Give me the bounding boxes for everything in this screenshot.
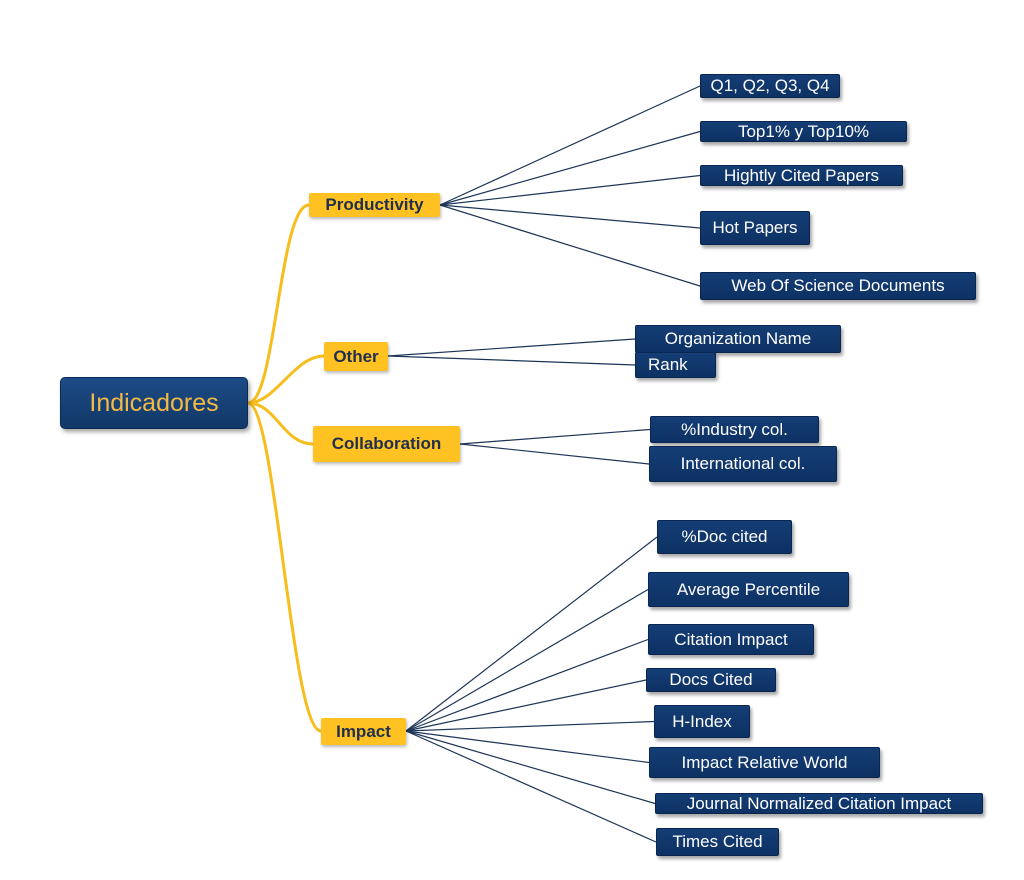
impact-relative-world: Impact Relative World bbox=[649, 747, 880, 778]
impact-docs-cited: Docs Cited bbox=[646, 668, 776, 692]
connector-impact-journal-normalized bbox=[405, 730, 656, 805]
category-other: Other bbox=[324, 342, 388, 371]
impact-times-cited: Times Cited bbox=[656, 828, 779, 856]
connector-impact-h-index bbox=[405, 720, 655, 732]
connector-productivity-quartiles bbox=[439, 85, 701, 206]
collaboration-international: International col. bbox=[649, 446, 837, 482]
productivity-hot-papers: Hot Papers bbox=[700, 211, 810, 245]
connector-impact-times-cited bbox=[405, 730, 657, 843]
connector-other-rank bbox=[387, 355, 636, 366]
category-collaboration: Collaboration bbox=[313, 426, 460, 462]
connector-root-collaboration bbox=[246, 401, 315, 446]
connector-impact-citation-impact bbox=[405, 638, 649, 732]
connector-productivity-top-percentiles bbox=[439, 130, 701, 206]
category-productivity: Productivity bbox=[309, 193, 440, 217]
impact-average-percentile: Average Percentile bbox=[648, 572, 849, 607]
connector-impact-average-percentile bbox=[405, 588, 649, 732]
connector-impact-relative-world bbox=[405, 730, 650, 764]
connector-productivity-highly-cited-papers bbox=[439, 174, 701, 206]
impact-doc-cited: %Doc cited bbox=[657, 520, 792, 554]
root-node: Indicadores bbox=[60, 377, 248, 429]
other-rank: Rank bbox=[635, 352, 716, 378]
productivity-quartiles: Q1, Q2, Q3, Q4 bbox=[700, 74, 840, 98]
connector-impact-docs-cited bbox=[405, 679, 647, 732]
impact-citation-impact: Citation Impact bbox=[648, 624, 814, 655]
connector-productivity-wos-documents bbox=[439, 204, 701, 287]
productivity-top-percentiles: Top1% y Top10% bbox=[700, 121, 907, 142]
impact-h-index: H-Index bbox=[654, 705, 750, 738]
connector-root-impact bbox=[246, 401, 323, 733]
connector-productivity-hot-papers bbox=[439, 204, 701, 229]
connector-collaboration-international bbox=[459, 443, 650, 465]
connector-other-organization-name bbox=[387, 338, 636, 357]
connector-root-productivity bbox=[246, 203, 311, 405]
productivity-highly-cited-papers: Hightly Cited Papers bbox=[700, 165, 903, 186]
productivity-wos-documents: Web Of Science Documents bbox=[700, 272, 976, 300]
connector-collaboration-industry bbox=[459, 428, 651, 445]
connector-impact-doc-cited bbox=[405, 536, 658, 732]
connector-root-other bbox=[246, 354, 326, 405]
other-organization-name: Organization Name bbox=[635, 325, 841, 353]
collaboration-industry: %Industry col. bbox=[650, 416, 819, 443]
impact-journal-normalized: Journal Normalized Citation Impact bbox=[655, 793, 983, 814]
category-impact: Impact bbox=[321, 718, 406, 745]
